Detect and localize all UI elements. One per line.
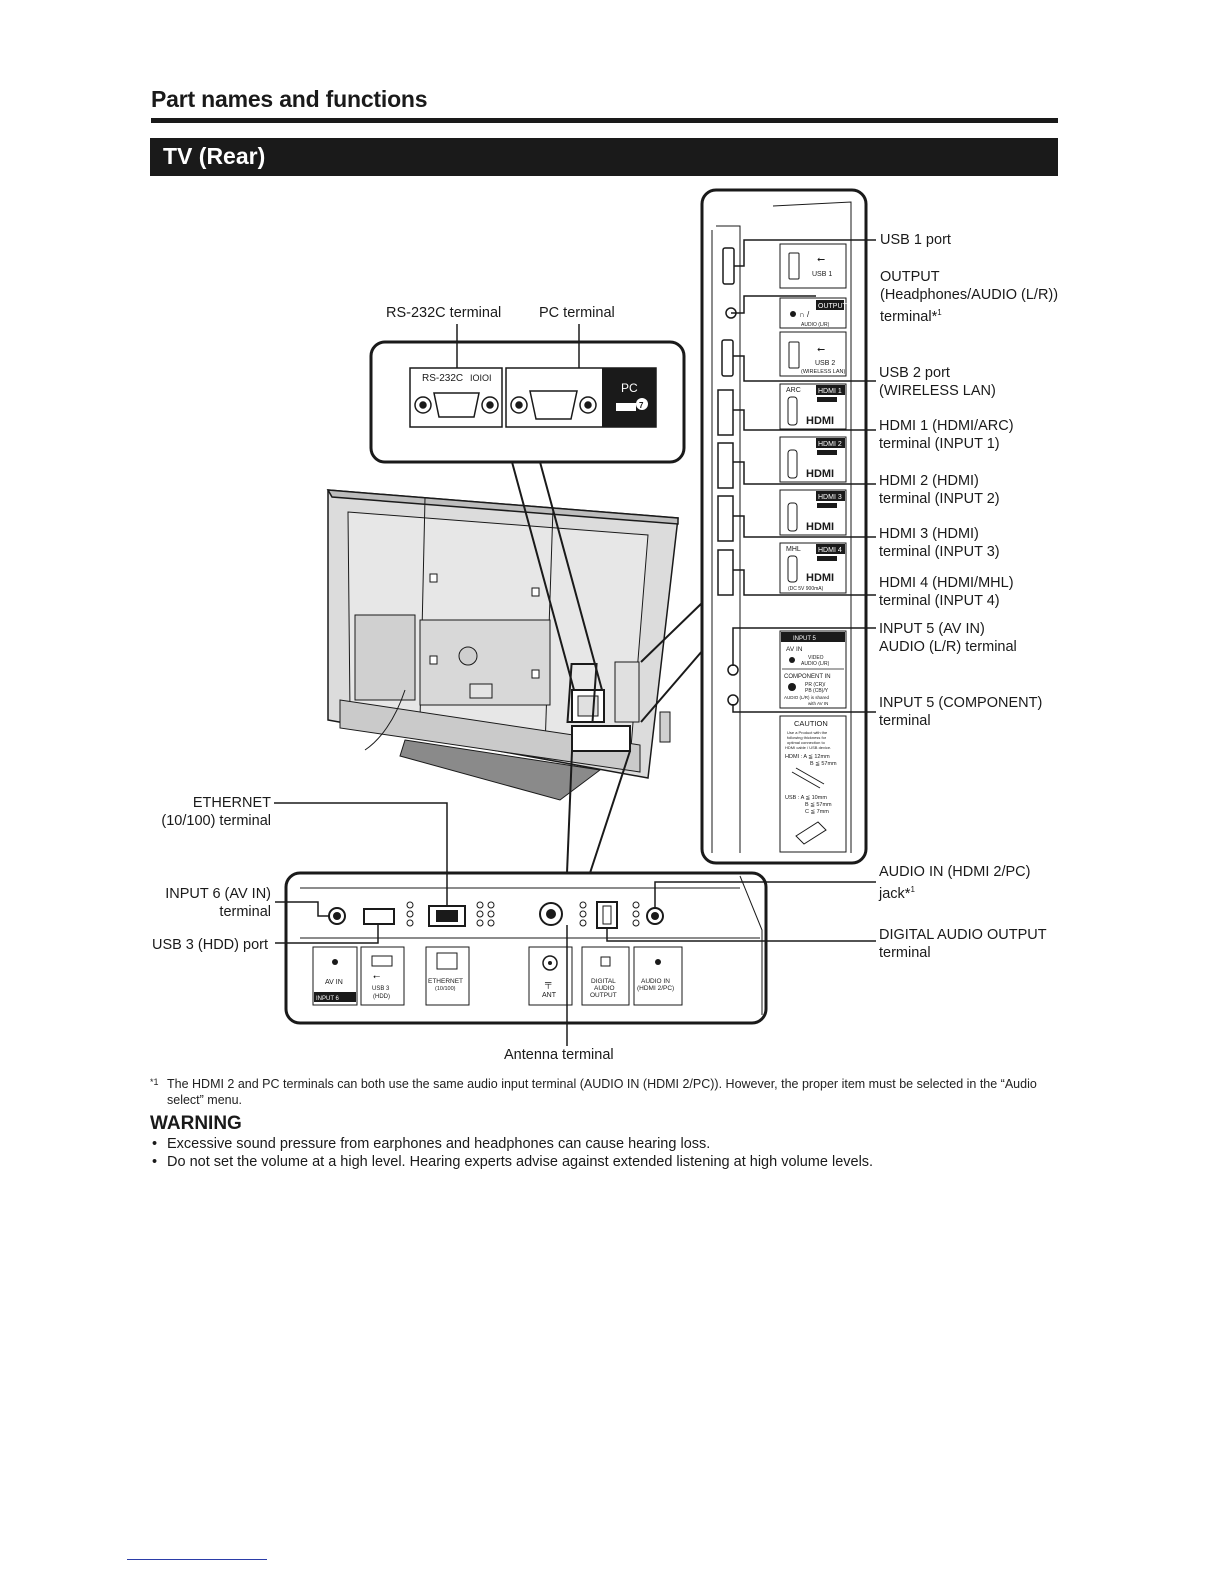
svg-text:USB 3: USB 3 (372, 986, 390, 992)
hdmi2-label: HDMI 2 (HDMI) terminal (INPUT 2) (879, 473, 1000, 507)
rs232c-label: RS-232C terminal (386, 305, 502, 321)
svg-text:B ≦ 57mm: B ≦ 57mm (805, 802, 832, 808)
svg-text:⭠: ⭠ (373, 971, 380, 981)
side-panel-zoom-box: ⭠ USB 1 OUTPUT ∩ / AUDIO (L/R) ⭠ USB 2 (… (700, 188, 868, 865)
audio-in-label: AUDIO IN (HDMI 2/PC) jack*1 (879, 864, 1031, 902)
input6-label: INPUT 6 (AV IN) terminal (165, 886, 271, 920)
svg-text:HDMI: HDMI (806, 415, 834, 427)
svg-text:AUDIO (L/R) is shared: AUDIO (L/R) is shared (784, 695, 830, 700)
warning-item: •Excessive sound pressure from earphones… (152, 1136, 711, 1152)
bottom-panel-zoom-box: AV IN INPUT 6 ⭠ USB 3 (HDD) ETHERNET (10… (284, 871, 768, 1025)
svg-text:HDMI: HDMI (806, 572, 834, 584)
svg-text:PB (CB)/Y: PB (CB)/Y (805, 688, 829, 694)
svg-text:Use a Product with the: Use a Product with the (787, 730, 828, 735)
warning-item: •Do not set the volume at a high level. … (152, 1154, 874, 1170)
svg-text:ARC: ARC (786, 387, 801, 394)
usb1-label: USB 1 port (880, 232, 951, 248)
pc-connector (510, 390, 597, 420)
antenna-label: Antenna terminal (504, 1047, 614, 1063)
hdmi4-label: HDMI 4 (HDMI/MHL) terminal (INPUT 4) (879, 575, 1014, 609)
pc-panel-label: PC (621, 381, 638, 395)
svg-text:IOIOI: IOIOI (470, 373, 492, 383)
svg-text:ANT: ANT (542, 992, 557, 999)
svg-text:HDMI : A ≦ 12mm: HDMI : A ≦ 12mm (785, 754, 830, 760)
svg-text:DIGITAL: DIGITAL (591, 978, 616, 985)
svg-text:HDMI 1: HDMI 1 (818, 388, 842, 395)
svg-text:optimal connection to: optimal connection to (787, 740, 826, 745)
usb1-plate-label: USB 1 (812, 271, 832, 278)
section-bar (150, 138, 1058, 176)
svg-text:AV IN: AV IN (325, 979, 343, 986)
svg-text:AV IN: AV IN (786, 646, 803, 653)
svg-text:∩ /: ∩ / (799, 310, 810, 319)
pc-label: PC terminal (539, 305, 615, 321)
svg-text:AUDIO (L/R): AUDIO (L/R) (801, 322, 830, 328)
bottom-rule (127, 1559, 267, 1560)
svg-text:USB : A ≦ 10mm: USB : A ≦ 10mm (785, 795, 827, 801)
svg-text:HDMI cable / USB device.: HDMI cable / USB device. (785, 745, 831, 750)
title-rule (151, 118, 1058, 123)
svg-text:HDMI 4: HDMI 4 (818, 547, 842, 554)
svg-text:(WIRELESS LAN): (WIRELESS LAN) (801, 369, 845, 375)
svg-text:USB 2: USB 2 (815, 360, 835, 367)
svg-text:VIDEO: VIDEO (808, 655, 824, 661)
svg-text:AUDIO (L/R): AUDIO (L/R) (801, 661, 830, 667)
warning-heading: WARNING (150, 1113, 242, 1134)
svg-text:with AV IN: with AV IN (808, 701, 828, 706)
svg-text:(10/100): (10/100) (435, 986, 456, 992)
svg-text:INPUT 6: INPUT 6 (316, 996, 340, 1002)
svg-text:HDMI: HDMI (806, 468, 834, 480)
hdmi1-label: HDMI 1 (HDMI/ARC) terminal (INPUT 1) (879, 418, 1014, 452)
svg-text:⭠: ⭠ (817, 344, 825, 355)
side-leader-lines (731, 239, 876, 713)
svg-text:COMPONENT IN: COMPONENT IN (784, 674, 831, 680)
svg-text:PR (CR)/: PR (CR)/ (805, 682, 826, 688)
rs232c-panel-label: RS-232C (422, 373, 463, 384)
zoom-pointers (511, 461, 704, 874)
input5-av-label: INPUT 5 (AV IN) AUDIO (L/R) terminal (879, 621, 1017, 655)
footnote-mark: *1 (150, 1077, 159, 1087)
usb3-label: USB 3 (HDD) port (151, 937, 268, 953)
svg-text:(HDMI 2/PC): (HDMI 2/PC) (637, 985, 674, 992)
page-title: Part names and functions (151, 86, 428, 112)
svg-text:following thickness for: following thickness for (787, 735, 827, 740)
rs232c-pc-zoom-box: RS-232C IOIOI PC 7 (369, 340, 686, 464)
svg-text:HDMI 3: HDMI 3 (818, 494, 842, 501)
svg-text:OUTPUT: OUTPUT (590, 992, 617, 999)
svg-text:CAUTION: CAUTION (794, 719, 828, 728)
svg-text:⭠: ⭠ (817, 254, 825, 265)
svg-text:AUDIO IN: AUDIO IN (641, 978, 670, 985)
svg-text:AUDIO: AUDIO (594, 985, 615, 992)
svg-text:HDMI 2: HDMI 2 (818, 441, 842, 448)
svg-text:(DC 5V 900mA): (DC 5V 900mA) (788, 586, 824, 592)
section-title: TV (Rear) (163, 143, 266, 169)
svg-text:MHL: MHL (786, 546, 801, 553)
output-label: OUTPUT (Headphones/AUDIO (L/R)) terminal… (880, 269, 1059, 325)
tv-body-illustration (326, 489, 679, 801)
svg-text:INPUT 5: INPUT 5 (793, 636, 817, 642)
ethernet-label: ETHERNET (10/100) terminal (161, 795, 271, 829)
hdmi3-label: HDMI 3 (HDMI) terminal (INPUT 3) (879, 526, 1000, 560)
usb2-label: USB 2 port (WIRELESS LAN) (879, 365, 996, 399)
svg-text:ETHERNET: ETHERNET (428, 978, 463, 985)
svg-text:(HDD): (HDD) (373, 994, 390, 1000)
warning-list: •Excessive sound pressure from earphones… (150, 1135, 873, 1171)
svg-text:C ≦ 7mm: C ≦ 7mm (805, 809, 829, 815)
digital-audio-output-label: DIGITAL AUDIO OUTPUT terminal (879, 927, 1047, 961)
svg-text:HDMI: HDMI (806, 521, 834, 533)
svg-text:7: 7 (639, 401, 644, 410)
svg-text:╤: ╤ (544, 978, 552, 989)
footnote-text: The HDMI 2 and PC terminals can both use… (167, 1077, 1037, 1107)
svg-text:OUTPUT: OUTPUT (818, 303, 848, 310)
bottom-leader-lines (274, 802, 876, 1046)
usb3-port (363, 908, 395, 925)
svg-text:B ≦ 57mm: B ≦ 57mm (810, 761, 837, 767)
rs232c-connector (414, 392, 499, 418)
input5-component-label: INPUT 5 (COMPONENT) terminal (879, 695, 1043, 729)
